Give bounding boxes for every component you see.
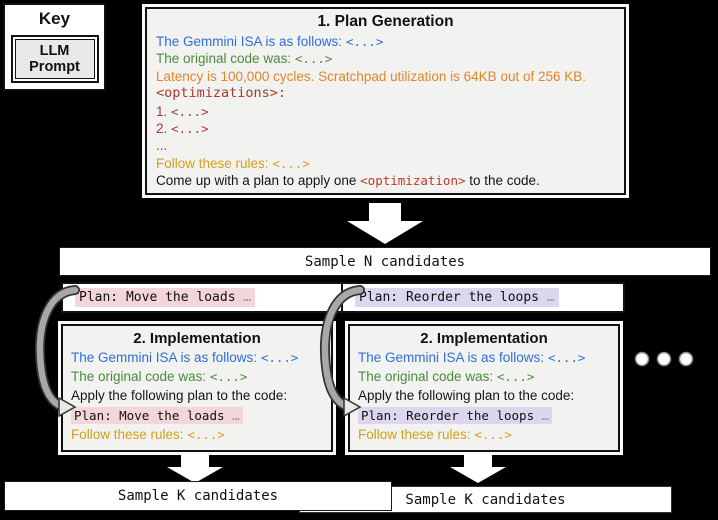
- sample-k-bar-left: Sample K candidates: [4, 481, 392, 511]
- rules-line: Follow these rules: <...>: [71, 426, 225, 442]
- optimization-item-2: 2. <...>: [156, 121, 209, 137]
- original-code-line: The original code was: <...>: [156, 51, 333, 67]
- implementation-box-left: 2. Implementation The Gemmini ISA is as …: [61, 324, 333, 452]
- plan-candidate-right-text: Plan: Reorder the loops …: [355, 288, 559, 307]
- sample-n-label: Sample N candidates: [304, 253, 466, 270]
- rules-line: Follow these rules: <...>: [358, 426, 512, 442]
- more-candidates-ellipsis-icon: [634, 351, 694, 367]
- optimization-item-1: 1. <...>: [156, 103, 209, 119]
- curved-arrow-left-icon: [34, 285, 80, 417]
- isa-line: The Gemmini ISA is as follows: <...>: [71, 350, 299, 365]
- sample-k-left-label: Sample K candidates: [117, 488, 279, 504]
- isa-line: The Gemmini ISA is as follows: <...>: [156, 34, 384, 49]
- plan-candidate-left: Plan: Move the loads …: [61, 282, 345, 313]
- isa-line: The Gemmini ISA is as follows: <...>: [358, 350, 586, 365]
- implementation-right-title: 2. Implementation: [420, 330, 548, 347]
- optimization-more-items: ...: [156, 138, 168, 154]
- apply-plan-line: Apply the following plan to the code:: [71, 388, 288, 404]
- optimizations-header-line: <optimizations>:: [156, 85, 287, 102]
- sample-k-right-label: Sample K candidates: [405, 491, 566, 508]
- rules-line: Follow these rules: <...>: [156, 155, 310, 171]
- plan-generation-title: 1. Plan Generation: [317, 13, 454, 30]
- plan-candidate-right: Plan: Reorder the loops …: [341, 282, 625, 313]
- instruction-line: Come up with a plan to apply one <optimi…: [156, 173, 540, 189]
- original-code-line: The original code was: <...>: [71, 369, 248, 385]
- implementation-left-title: 2. Implementation: [133, 330, 261, 347]
- apply-plan-line: Apply the following plan to the code:: [358, 388, 575, 404]
- implementation-left-body: The Gemmini ISA is as follows: <...> The…: [63, 348, 331, 444]
- key-legend: Key LLM Prompt: [3, 3, 106, 91]
- plan-generation-box: 1. Plan Generation The Gemmini ISA is as…: [145, 7, 626, 195]
- llm-prompt-label: LLM Prompt: [14, 39, 95, 79]
- plan-generation-body: The Gemmini ISA is as follows: <...> The…: [147, 33, 624, 190]
- implementation-right-body: The Gemmini ISA is as follows: <...> The…: [350, 348, 618, 444]
- plan-line: Plan: Reorder the loops …: [358, 406, 618, 425]
- llm-prompt-legend-box: LLM Prompt: [10, 35, 99, 83]
- curved-arrow-right-icon: [319, 285, 365, 417]
- plan-candidate-left-text: Plan: Move the loads …: [75, 288, 256, 307]
- implementation-box-right: 2. Implementation The Gemmini ISA is as …: [348, 324, 620, 452]
- latency-line: Latency is 100,000 cycles. Scratchpad ut…: [156, 68, 587, 84]
- big-down-arrow-icon: [347, 203, 423, 244]
- original-code-line: The original code was: <...>: [358, 369, 535, 385]
- small-down-arrow-left-icon: [167, 454, 223, 483]
- plan-line: Plan: Move the loads …: [71, 406, 331, 425]
- sample-n-bar: Sample N candidates: [59, 247, 711, 276]
- key-title: Key: [38, 9, 71, 28]
- small-down-arrow-right-icon: [450, 454, 506, 483]
